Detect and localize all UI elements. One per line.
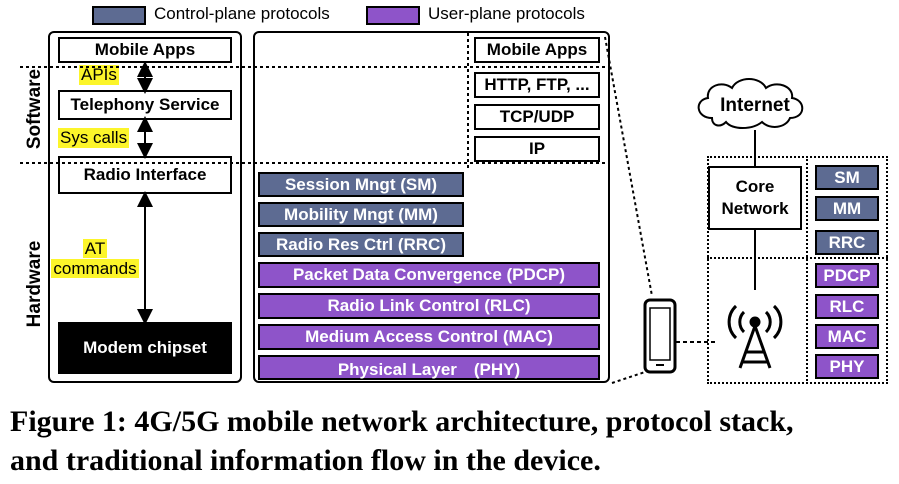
stack-mac: Medium Access Control (MAC) (258, 324, 600, 350)
network-side-panel-divider (806, 156, 808, 384)
stack-pdcp: Packet Data Convergence (PDCP) (258, 262, 600, 288)
sys-calls-label: Sys calls (58, 128, 130, 148)
legend: Control-plane protocols User-plane proto… (92, 4, 612, 26)
phone-upper-callout (604, 36, 653, 297)
network-side-panel (707, 156, 888, 384)
control-plane-legend-label: Control-plane protocols (154, 4, 330, 23)
network-rlc: RLC (815, 294, 879, 319)
stack-mobility-mngt: Mobility Mngt (MM) (258, 202, 464, 227)
at-commands-line2: commands (51, 259, 139, 278)
apis-label: APIs (79, 65, 119, 85)
phone-icon (643, 298, 677, 374)
modem-chipset-box: Modem chipset (58, 322, 232, 374)
network-phy: PHY (815, 354, 879, 379)
cell-tower-icon (727, 304, 783, 369)
stack-rlc: Radio Link Control (RLC) (258, 293, 600, 319)
at-commands-label: AT commands (49, 239, 141, 279)
internet-label: Internet (720, 95, 790, 116)
phone-lower-callout (611, 371, 646, 384)
network-sm: SM (815, 165, 879, 190)
device-software-stack-panel (48, 31, 242, 383)
stack-phy: Physical Layer (PHY) (258, 355, 600, 380)
figure-caption-line2: and traditional information flow in the … (10, 444, 601, 477)
internet-cloud-icon (697, 78, 804, 129)
core-network-line1: Core (735, 177, 775, 196)
stack-tcp-udp: TCP/UDP (474, 104, 600, 130)
stack-radio-res-ctrl: Radio Res Ctrl (RRC) (258, 232, 464, 257)
core-network-line2: Network (721, 199, 789, 218)
mobile-apps-box: Mobile Apps (58, 37, 232, 63)
stack-http-ftp: HTTP, FTP, ... (474, 72, 600, 98)
network-mac: MAC (815, 324, 879, 349)
control-plane-swatch (92, 6, 146, 25)
stack-session-mngt: Session Mngt (SM) (258, 172, 464, 197)
core-network-box: Core Network (708, 166, 802, 230)
network-mm: MM (815, 196, 879, 221)
network-pdcp: PDCP (815, 263, 879, 288)
user-plane-swatch (366, 6, 420, 25)
user-plane-legend-label: User-plane protocols (428, 4, 585, 23)
stack-mobile-apps: Mobile Apps (474, 37, 600, 63)
figure-caption-line1: Figure 1: 4G/5G mobile network architect… (10, 405, 794, 438)
at-commands-line1: AT (82, 239, 108, 258)
network-side-panel-separator (707, 257, 888, 259)
network-rrc: RRC (815, 230, 879, 255)
protocol-stack-panel (253, 31, 610, 383)
stack-ip: IP (474, 136, 600, 162)
